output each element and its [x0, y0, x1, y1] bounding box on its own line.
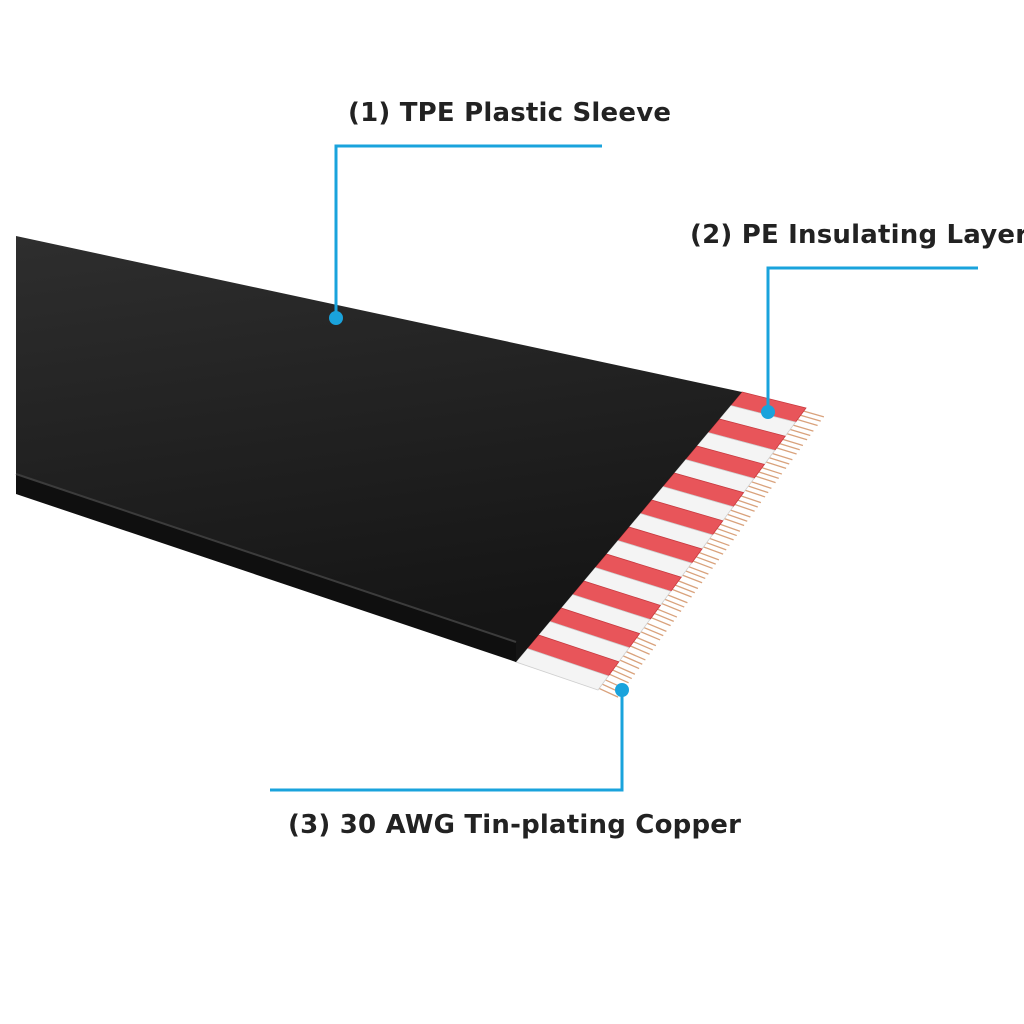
- callout-label-copper: (3) 30 AWG Tin-plating Copper: [288, 810, 742, 840]
- callout-label-pe-insulation: (2) PE Insulating Layer: [690, 220, 1024, 250]
- callout-dot-1: [329, 311, 343, 325]
- callout-lines: [270, 144, 978, 792]
- sleeve-edge-highlight: [15, 473, 517, 643]
- callout-line-3: [270, 690, 624, 792]
- callout-label-tpe-sleeve: (1) TPE Plastic Sleeve: [348, 98, 672, 128]
- callout-line-1: [334, 144, 602, 318]
- sleeve-front-edge: [16, 474, 516, 662]
- sleeve-top-face: [16, 236, 742, 662]
- callout-line-2: [766, 266, 978, 412]
- callout-dot-2: [761, 405, 775, 419]
- callout-dot-3: [615, 683, 629, 697]
- plastic-sleeve: [15, 236, 742, 662]
